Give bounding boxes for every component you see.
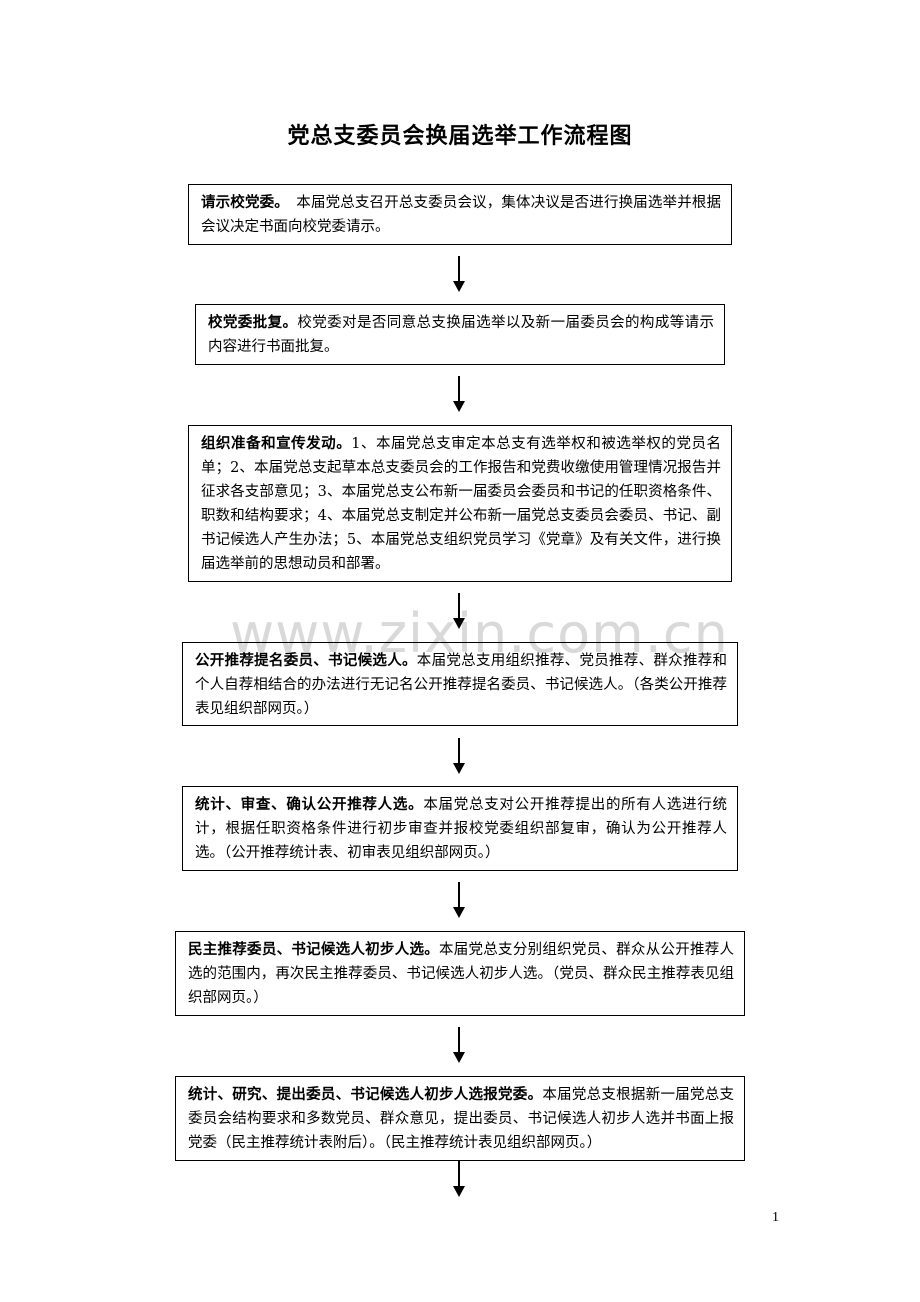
step-heading: 民主推荐委员、书记候选人初步人选。 <box>188 942 439 958</box>
step-heading: 统计、研究、提出委员、书记候选人初步人选报党委。 <box>188 1087 543 1103</box>
step-heading: 公开推荐提名委员、书记候选人。 <box>195 653 417 669</box>
down-arrow-icon <box>452 376 466 412</box>
down-arrow-icon <box>452 1027 466 1063</box>
flow-step-approval: 校党委批复。校党委对是否同意总支换届选举以及新一届委员会的构成等请示内容进行书面… <box>195 304 725 365</box>
step-body: 1、本届党总支审定本总支有选举权和被选举权的党员名单；2、本届党总支起草本总支委… <box>201 436 721 572</box>
step-body: 本届党总支用组织推荐、党员推荐、群众推荐和个人自荐相结合的办法进行无记名公开推荐… <box>195 653 728 717</box>
down-arrow-icon <box>452 593 466 629</box>
down-arrow-icon <box>452 738 466 774</box>
step-body: 本届党总支分别组织党员、群众从公开推荐人选的范围内，再次民主推荐委员、书记候选人… <box>188 942 735 1006</box>
step-body: 本届党总支根据新一届党总支委员会结构要求和多数党员、群众意见，提出委员、书记候选… <box>188 1087 735 1151</box>
step-body: 本届党总支召开总支委员会议，集体决议是否进行换届选举并根据会议决定书面向校党委请… <box>201 195 722 235</box>
flow-step-report-to-committee: 统计、研究、提出委员、书记候选人初步人选报党委。本届党总支根据新一届党总支委员会… <box>175 1076 745 1161</box>
step-heading: 统计、审查、确认公开推荐人选。 <box>195 797 424 813</box>
page-number: 1 <box>772 1210 779 1225</box>
flow-step-review: 统计、审查、确认公开推荐人选。本届党总支对公开推荐提出的所有人选进行统计，根据任… <box>182 786 738 871</box>
flow-step-preparation: 组织准备和宣传发动。1、本届党总支审定本总支有选举权和被选举权的党员名单；2、本… <box>188 425 732 582</box>
down-arrow-icon <box>452 1161 466 1197</box>
step-heading: 校党委批复。 <box>208 315 298 331</box>
step-body: 校党委对是否同意总支换届选举以及新一届委员会的构成等请示内容进行书面批复。 <box>208 315 715 355</box>
flow-step-request: 请示校党委。 本届党总支召开总支委员会议，集体决议是否进行换届选举并根据会议决定… <box>188 184 732 245</box>
step-body: 本届党总支对公开推荐提出的所有人选进行统计，根据任职资格条件进行初步审查并报校党… <box>195 797 728 861</box>
flow-step-public-nomination: 公开推荐提名委员、书记候选人。本届党总支用组织推荐、党员推荐、群众推荐和个人自荐… <box>182 642 738 726</box>
step-heading: 请示校党委。 <box>201 195 282 211</box>
step-heading: 组织准备和宣传发动。 <box>201 436 352 452</box>
page-title: 党总支委员会换届选举工作流程图 <box>287 124 633 149</box>
flow-step-democratic-recommendation: 民主推荐委员、书记候选人初步人选。本届党总支分别组织党员、群众从公开推荐人选的范… <box>175 931 745 1016</box>
down-arrow-icon <box>452 256 466 292</box>
down-arrow-icon <box>452 882 466 918</box>
